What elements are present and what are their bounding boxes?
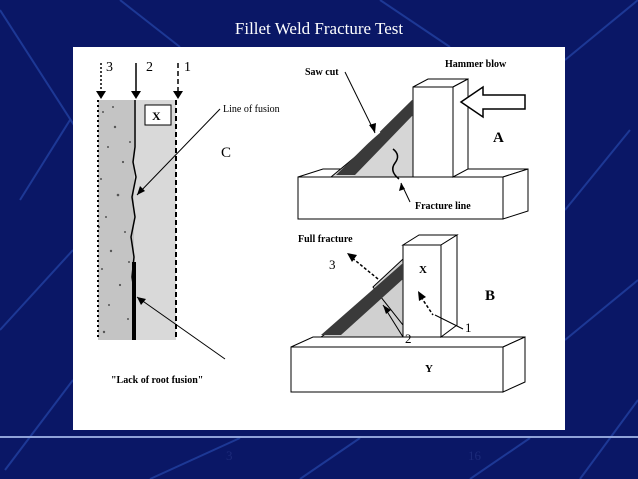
panel-b: Full fracture X Y 1 2 3 B: [290, 234, 526, 393]
panel-a-label: A: [493, 130, 504, 146]
panel-b-number-3: 3: [329, 257, 336, 272]
panel-b-y-label: Y: [425, 363, 433, 375]
callout-lack-of-root-fusion: "Lack of root fusion": [111, 375, 203, 386]
slide-title: Fillet Weld Fracture Test: [234, 19, 404, 38]
panel-c-label: C: [221, 145, 231, 161]
panel-b-label: B: [485, 288, 495, 304]
panel-b-x-label: X: [419, 264, 427, 276]
weld-diagram-figure: 3 2 1 X C Line of fusion "Lack of root f…: [73, 47, 565, 430]
hammer-blow-label: Hammer blow: [445, 59, 507, 70]
line-number-3: 3: [106, 60, 113, 75]
weld-speckle: [98, 106, 131, 334]
line-number-2: 2: [146, 60, 153, 75]
line-number-1: 1: [184, 60, 191, 75]
panel-a: Hammer blow Saw cut Fracture line A: [297, 59, 529, 220]
footer-page-number: 16: [468, 448, 481, 463]
fracture-line-label: Fracture line: [415, 201, 471, 212]
left-box-x-label: X: [152, 109, 161, 123]
callout-line-of-fusion: Line of fusion: [223, 104, 280, 115]
weld-diagram: 3 2 1 X C Line of fusion "Lack of root f…: [96, 59, 529, 393]
full-fracture-label: Full fracture: [298, 234, 353, 245]
footer-left-number: 3: [226, 448, 233, 463]
panel-c: 3 2 1 X C Line of fusion "Lack of root f…: [96, 60, 280, 386]
panel-b-number-1: 1: [465, 320, 472, 335]
saw-cut-label: Saw cut: [305, 67, 339, 78]
footer-rule: [0, 436, 638, 438]
panel-b-number-2: 2: [405, 331, 412, 346]
